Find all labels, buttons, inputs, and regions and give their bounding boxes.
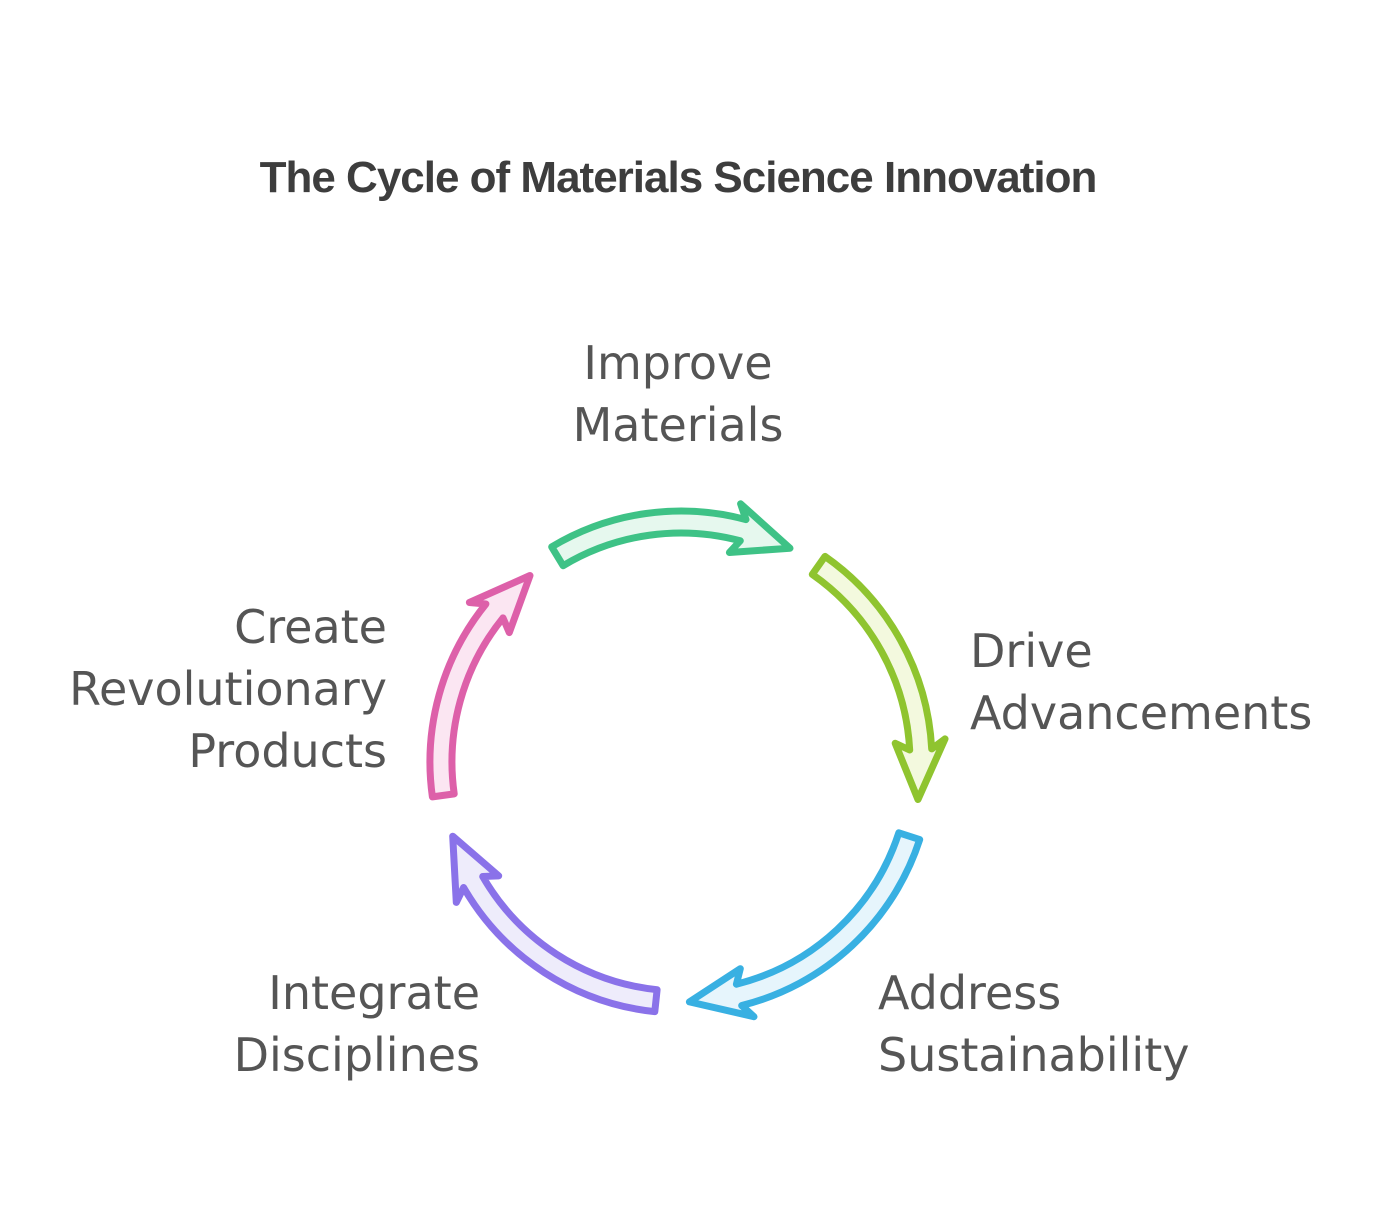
step-label-line: Sustainability	[878, 1028, 1190, 1082]
step-label-line: Products	[188, 724, 387, 778]
step-label-line: Materials	[572, 398, 784, 452]
step-label-line: Integrate	[268, 966, 480, 1020]
step-label-line: Revolutionary	[69, 662, 387, 716]
arrow-address-sustainability	[685, 829, 924, 1021]
arrow-drive-advancements	[808, 552, 949, 803]
arrow-improve-materials	[548, 500, 794, 570]
arrow-create-revolutionary-products	[426, 572, 534, 801]
step-label-improve-materials: Improve Materials	[573, 332, 784, 456]
diagram-title: The Cycle of Materials Science Innovatio…	[259, 153, 1098, 203]
step-label-line: Advancements	[970, 686, 1313, 740]
step-label-create-revolutionary-products: Create Revolutionary Products	[69, 596, 387, 782]
step-label-line: Drive	[970, 624, 1093, 678]
step-label-line: Disciplines	[233, 1028, 480, 1082]
step-label-line: Improve	[583, 336, 773, 390]
step-label-line: Create	[234, 600, 387, 654]
arrow-integrate-disciplines	[449, 832, 661, 1016]
step-label-integrate-disciplines: Integrate Disciplines	[234, 962, 480, 1086]
step-label-address-sustainability: Address Sustainability	[878, 962, 1189, 1086]
step-label-line: Address	[878, 966, 1062, 1020]
step-label-drive-advancements: Drive Advancements	[970, 620, 1312, 744]
